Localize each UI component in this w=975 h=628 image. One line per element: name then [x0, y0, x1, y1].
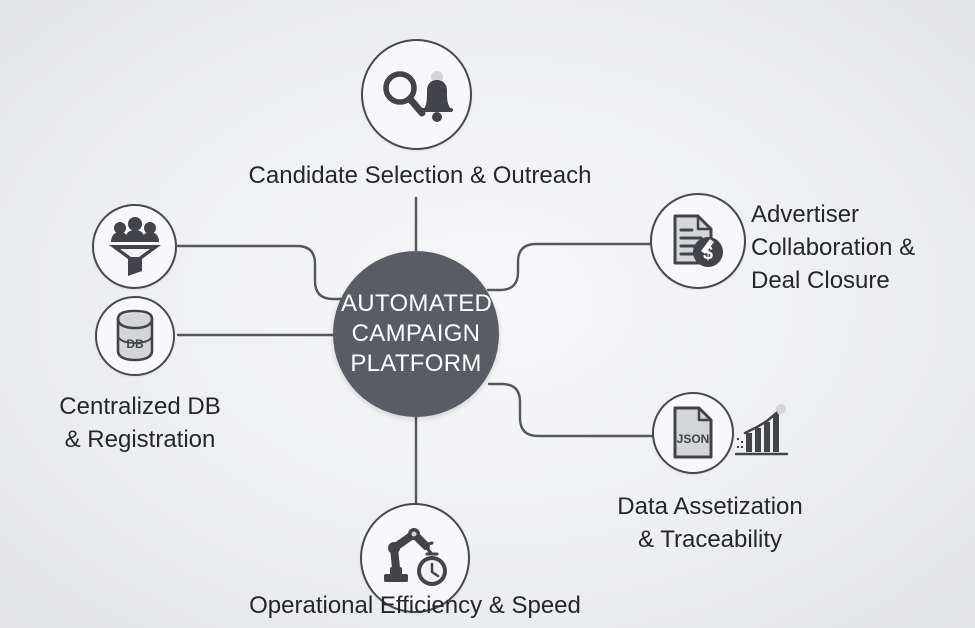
centralized-db-label: Centralized DB & Registration: [59, 393, 221, 453]
operational-efficiency-label: Operational Efficiency & Speed: [249, 592, 581, 619]
advertiser-collaboration-label: Advertiser Collaboration & Deal Closure: [751, 201, 916, 294]
advertiser-collaboration-icon-circle: $: [650, 193, 746, 289]
database-icon-circle: DB: [95, 296, 175, 376]
json-file-icon: JSON: [673, 406, 713, 459]
database-icon: DB: [116, 309, 154, 362]
data-assetization-icon-circle: JSON: [652, 392, 734, 474]
robot-arm-icon: [384, 528, 434, 582]
operational-efficiency-icon-group: [384, 528, 447, 586]
funnel-icon-circle: [92, 204, 177, 289]
data-assetization-label: Data Assetization & Traceability: [617, 493, 803, 553]
connector-upper-left: [176, 244, 348, 301]
clock-icon: [417, 552, 447, 586]
svg-text:$: $: [703, 243, 713, 263]
database-text: DB: [126, 337, 144, 351]
candidate-selection-icon-group: [382, 70, 453, 122]
dollar-coin-icon: $: [693, 237, 723, 267]
connector-upper-right: [486, 242, 654, 292]
bell-icon: [420, 70, 453, 122]
bar-chart-icon: [735, 404, 789, 456]
json-file-text: JSON: [677, 432, 710, 446]
search-icon: [382, 70, 425, 116]
people-funnel-icon: [108, 216, 161, 276]
central-hub: AUTOMATED CAMPAIGN PLATFORM: [333, 251, 499, 417]
hub-label: AUTOMATED CAMPAIGN PLATFORM: [341, 290, 493, 377]
candidate-selection-label: Candidate Selection & Outreach: [248, 162, 592, 189]
operational-efficiency-icon-circle: [360, 503, 470, 613]
connector-lower-right: [487, 382, 654, 438]
advertiser-collaboration-icon-group: $: [673, 214, 723, 267]
candidate-selection-icon-circle: [361, 39, 472, 150]
